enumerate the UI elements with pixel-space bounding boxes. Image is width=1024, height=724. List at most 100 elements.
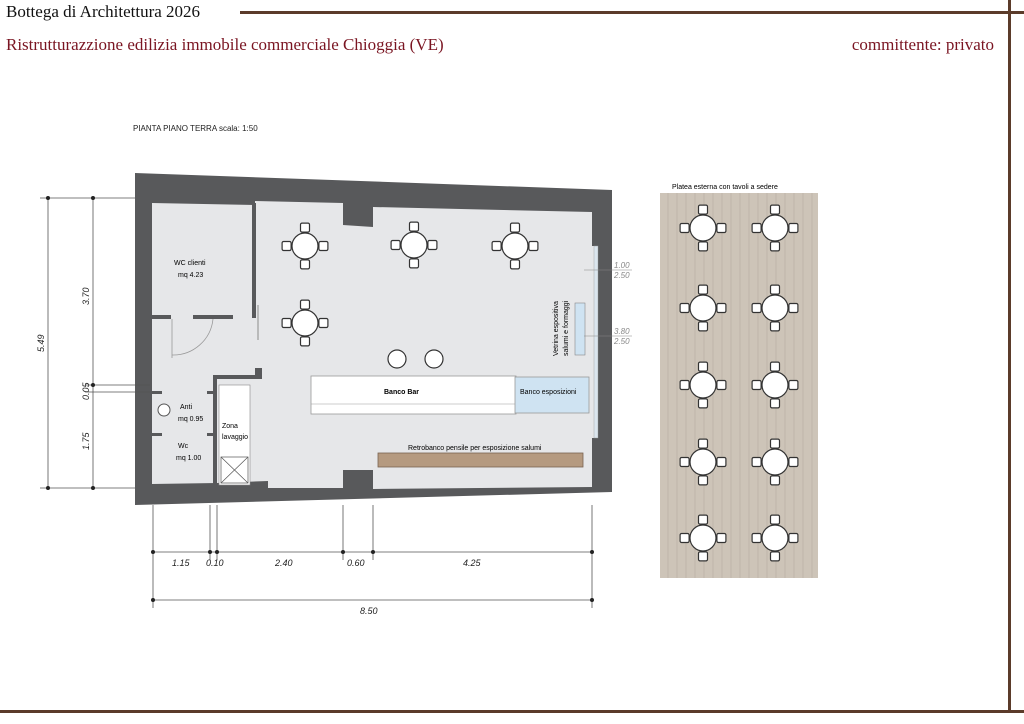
chair [679, 456, 690, 468]
floor-area [152, 201, 598, 489]
round-table [501, 232, 529, 260]
door-swing [171, 318, 214, 356]
dim-3-70: 3.70 [81, 287, 91, 305]
table-with-chairs [679, 284, 727, 332]
chair [299, 222, 311, 233]
round-table [761, 294, 789, 322]
outdoor-tables [679, 204, 799, 562]
dim-4-25: 4.25 [463, 558, 482, 568]
chair [769, 514, 781, 525]
frame-bottom-line [0, 710, 1024, 713]
vetrina-label-1: Vetrina espositiva [553, 301, 560, 356]
window-mark-a2: 2.50 [613, 271, 630, 280]
chair [697, 438, 709, 449]
chair [679, 302, 690, 314]
chair [427, 239, 438, 251]
round-table [689, 371, 717, 399]
round-table [400, 231, 428, 259]
chair [528, 240, 539, 252]
table-with-chairs [390, 221, 438, 269]
chair [679, 222, 690, 234]
wc-clienti-area: mq 4.23 [178, 272, 203, 279]
vertical-dimensions [40, 197, 150, 489]
table-with-chairs [679, 438, 727, 486]
table-with-chairs [751, 438, 799, 486]
window-mark-b2: 2.50 [613, 337, 630, 346]
bar-stool [387, 349, 407, 369]
table-with-chairs [751, 514, 799, 562]
chair [697, 321, 709, 332]
vetrina-espositiva [574, 302, 586, 356]
chair [491, 240, 502, 252]
chair [788, 222, 799, 234]
bar-stool [424, 349, 444, 369]
zona-label: Zona [222, 423, 238, 430]
sink-icon [157, 403, 171, 417]
chair [299, 336, 311, 347]
studio-name: Bottega di Architettura 2026 [6, 2, 201, 21]
table-with-chairs [751, 284, 799, 332]
bar-stools [387, 349, 444, 369]
chair [788, 532, 799, 544]
chair [769, 204, 781, 215]
window-mark-b1: 3.80 [614, 327, 630, 336]
plan-title: PIANTA PIANO TERRA scala: 1:50 [133, 124, 258, 133]
chair [679, 379, 690, 391]
storefront-window [593, 245, 599, 439]
chair [299, 259, 311, 270]
round-table [689, 214, 717, 242]
chair [679, 532, 690, 544]
chair [408, 221, 420, 232]
chair [788, 379, 799, 391]
table-with-chairs [491, 222, 539, 270]
lavaggio-label: lavaggio [222, 434, 248, 441]
platea-title: Platea esterna con tavoli a sedere [672, 184, 778, 191]
chair [769, 398, 781, 409]
table-with-chairs [281, 299, 329, 347]
interior-walls [152, 203, 262, 485]
chair [751, 379, 762, 391]
chair [751, 456, 762, 468]
chair [281, 317, 292, 329]
chair [769, 284, 781, 295]
banco-bar [310, 375, 517, 415]
chair [509, 222, 521, 233]
vetrina-label-2: salumi e formaggi [563, 300, 570, 356]
chair [751, 222, 762, 234]
chair [281, 240, 292, 252]
chair [697, 284, 709, 295]
round-table [689, 448, 717, 476]
chair [697, 204, 709, 215]
round-table [761, 371, 789, 399]
banco-esposizioni [514, 376, 590, 414]
table-with-chairs [751, 204, 799, 252]
dim-1-15: 1.15 [172, 558, 191, 568]
chair [697, 514, 709, 525]
frame-right-line [1008, 0, 1011, 712]
chair [697, 475, 709, 486]
frame-top-line [240, 11, 1024, 14]
project-title: Ristrutturazzione edilizia immobile comm… [6, 35, 444, 54]
round-table [761, 524, 789, 552]
chair [769, 361, 781, 372]
chair [788, 302, 799, 314]
retrobanco-label: Retrobanco pensile per esposizione salum… [408, 445, 542, 452]
dim-total-height: 5.49 [36, 334, 46, 352]
chair [751, 532, 762, 544]
dim-0-10: 0.10 [206, 558, 224, 568]
table-with-chairs [281, 222, 329, 270]
round-table [761, 214, 789, 242]
chair [716, 532, 727, 544]
chair [769, 241, 781, 252]
chair [716, 379, 727, 391]
round-table [689, 294, 717, 322]
wc-area: mq 1.00 [176, 455, 201, 462]
chair [716, 456, 727, 468]
chair [299, 299, 311, 310]
dim-1-75: 1.75 [81, 431, 91, 450]
banco-bar-label: Banco Bar [384, 389, 419, 396]
chair [769, 551, 781, 562]
chair [318, 317, 329, 329]
chair [788, 456, 799, 468]
